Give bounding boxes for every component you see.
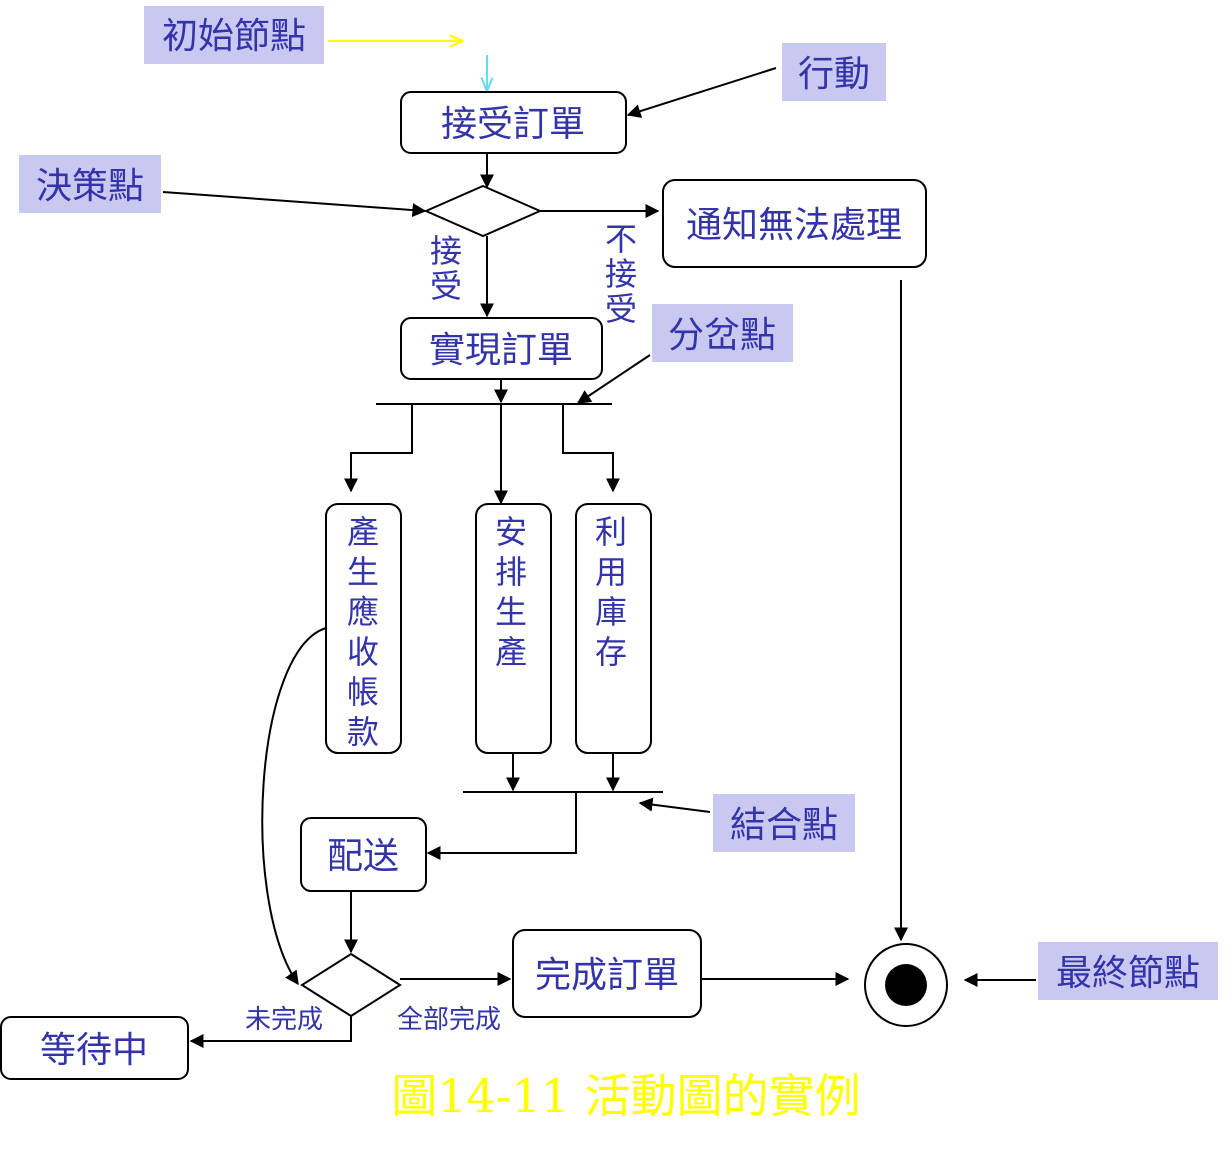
action-pointer-arrow (626, 67, 777, 118)
svg-text:款: 款 (347, 713, 379, 751)
callout-final-node-label: 最終節點 (1056, 953, 1200, 994)
flow-join-to-deliver (426, 792, 577, 860)
svg-text:帳: 帳 (347, 673, 379, 711)
flow-decision-to-waiting (189, 1016, 352, 1048)
flow-fork-to-inventory (562, 404, 620, 493)
action-deliver: 配送 (300, 817, 427, 892)
guard-not-complete: 未完成 (245, 1005, 323, 1035)
guard-not-accept-char-2: 接 (605, 255, 637, 293)
action-fulfill-order: 實現訂單 (400, 317, 603, 380)
svg-text:用: 用 (595, 553, 627, 591)
join-pointer-arrow (638, 797, 711, 813)
action-waiting-label: 等待中 (40, 1030, 148, 1071)
callout-fork-point: 分岔點 (652, 304, 793, 362)
action-generate-receivable: 產 生 應 收 帳 款 (325, 503, 402, 754)
decision-pointer-arrow (162, 191, 427, 218)
action-fulfill-order-label: 實現訂單 (429, 330, 573, 371)
svg-text:產: 產 (495, 633, 527, 671)
decision-node-accept (423, 184, 543, 238)
callout-join-point-label: 結合點 (730, 805, 838, 846)
action-accept-order: 接受訂單 (400, 91, 627, 154)
action-deliver-label: 配送 (327, 836, 399, 877)
flow-fork-to-receivable (344, 404, 413, 493)
guard-not-accept-char-3: 受 (605, 290, 637, 328)
callout-initial-node: 初始節點 (144, 6, 324, 64)
action-complete-order-label: 完成訂單 (535, 955, 679, 996)
action-notify-unable-label: 通知無法處理 (686, 205, 902, 246)
svg-text:生: 生 (495, 593, 527, 631)
svg-text:庫: 庫 (595, 593, 627, 631)
guard-all-complete: 全部完成 (397, 1005, 501, 1035)
action-notify-unable: 通知無法處理 (662, 179, 927, 268)
action-arrange-production: 安 排 生 產 (475, 503, 552, 754)
action-use-inventory: 利 用 庫 存 (575, 503, 652, 754)
guard-accept-char-1: 接 (430, 232, 462, 270)
flow-receivable-to-decision (261, 627, 327, 986)
callout-decision-point: 決策點 (19, 155, 161, 213)
svg-text:生: 生 (347, 553, 379, 591)
callout-fork-point-label: 分岔點 (668, 315, 776, 356)
action-complete-order: 完成訂單 (512, 929, 702, 1018)
guard-accept-char-2: 受 (430, 267, 462, 305)
svg-text:應: 應 (347, 593, 379, 631)
svg-text:產: 產 (347, 513, 379, 551)
callout-action-label: 行動 (798, 54, 870, 95)
action-accept-order-label: 接受訂單 (441, 104, 585, 145)
callout-initial-node-label: 初始節點 (162, 16, 306, 57)
callout-decision-point-label: 決策點 (36, 166, 144, 207)
svg-text:安: 安 (495, 513, 527, 551)
final-node (864, 943, 948, 1027)
fork-pointer-arrow (576, 354, 651, 404)
action-waiting: 等待中 (0, 1016, 189, 1080)
callout-join-point: 結合點 (713, 794, 855, 852)
guard-not-accept-char-1: 不 (605, 220, 637, 258)
svg-text:排: 排 (495, 553, 527, 591)
svg-text:收: 收 (347, 633, 379, 671)
svg-text:存: 存 (595, 633, 627, 671)
callout-final-node: 最終節點 (1038, 942, 1218, 1000)
callout-action: 行動 (782, 43, 886, 101)
svg-text:利: 利 (595, 513, 627, 551)
figure-caption: 圖14-11 活動圖的實例 (391, 1069, 860, 1123)
